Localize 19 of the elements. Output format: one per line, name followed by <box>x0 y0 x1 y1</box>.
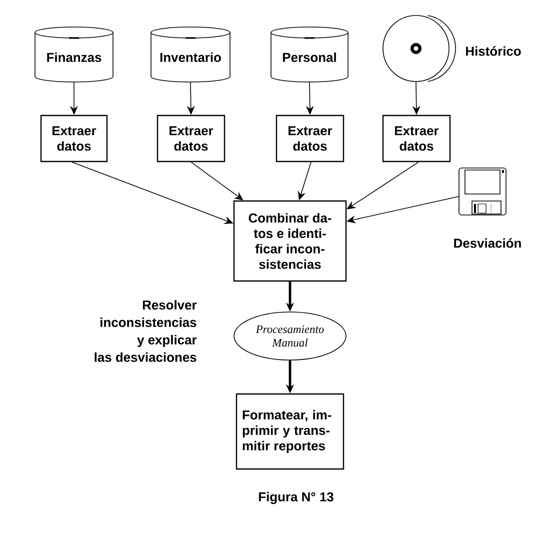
database-cylinder: Finanzas <box>34 26 114 82</box>
process-box: Extraer datos <box>40 114 108 162</box>
process-box: Extraer datos <box>276 114 344 162</box>
floppy-disk-drawing <box>458 168 506 216</box>
node-label: Desviación <box>454 238 521 248</box>
node-label: Inventario <box>160 52 221 62</box>
database-cylinder: Inventario <box>150 26 230 82</box>
process-box: Extraer datos <box>382 114 451 162</box>
disk-drawing <box>382 15 456 82</box>
annotation-text: Resolver inconsistencias y explicar las desviaciones <box>94 300 197 362</box>
node-label: Personal <box>283 52 336 62</box>
process-box: Formatear, im- primir y trans- mitir reportes <box>236 393 344 470</box>
arrow <box>190 162 244 200</box>
process-box: Extraer datos <box>156 114 226 162</box>
database-cylinder: Personal <box>270 26 348 82</box>
figure-caption: Figura N° 13 <box>259 492 334 504</box>
process-box: Combinar da- tos e identi- ficar incon- sistencias <box>233 200 347 282</box>
node-label: Histórico <box>466 46 521 56</box>
node-label: Finanzas <box>47 52 102 62</box>
